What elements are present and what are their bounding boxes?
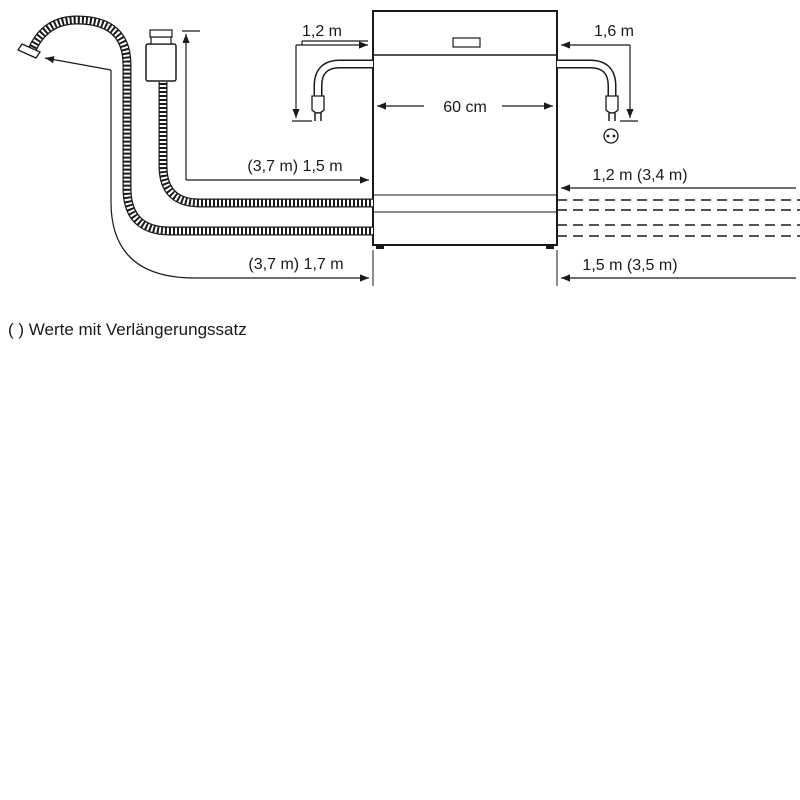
inlet-hose-label: (3,7 m) 1,5 m bbox=[247, 158, 342, 175]
control-display bbox=[452, 37, 481, 48]
plug-left-icon bbox=[311, 95, 325, 114]
power-cable-right: 1,6 m bbox=[557, 23, 638, 144]
aquastop-valve-icon bbox=[145, 43, 177, 82]
inlet-hose: (3,7 m) 1,5 m bbox=[145, 29, 373, 208]
dishwasher-connection-diagram: 60 cm 1,2 m 1,6 m bbox=[17, 10, 800, 286]
power-right-label: 1,6 m bbox=[594, 23, 634, 40]
socket-icon bbox=[603, 128, 619, 144]
right-lower-label: 1,5 m (3,5 m) bbox=[582, 257, 677, 274]
dishwasher-unit bbox=[372, 10, 558, 249]
drain-hose-label: (3,7 m) 1,7 m bbox=[248, 256, 343, 273]
plug-right-icon bbox=[605, 95, 619, 114]
power-left-label: 1,2 m bbox=[302, 23, 342, 40]
footnote: ( ) Werte mit Verlängerungssatz bbox=[8, 320, 247, 339]
drain-hose-end-icon bbox=[17, 43, 41, 59]
right-upper-label: 1,2 m (3,4 m) bbox=[592, 167, 687, 184]
power-cable-left: 1,2 m bbox=[292, 23, 373, 122]
right-connection-lines: 1,2 m (3,4 m) 1,5 m (3,5 m) bbox=[557, 167, 800, 282]
width-label: 60 cm bbox=[443, 99, 487, 116]
foot-left bbox=[376, 245, 384, 249]
width-dimension: 60 cm bbox=[377, 99, 553, 116]
drain-hose: (3,7 m) 1,7 m bbox=[17, 15, 373, 282]
foot-right bbox=[546, 245, 554, 249]
